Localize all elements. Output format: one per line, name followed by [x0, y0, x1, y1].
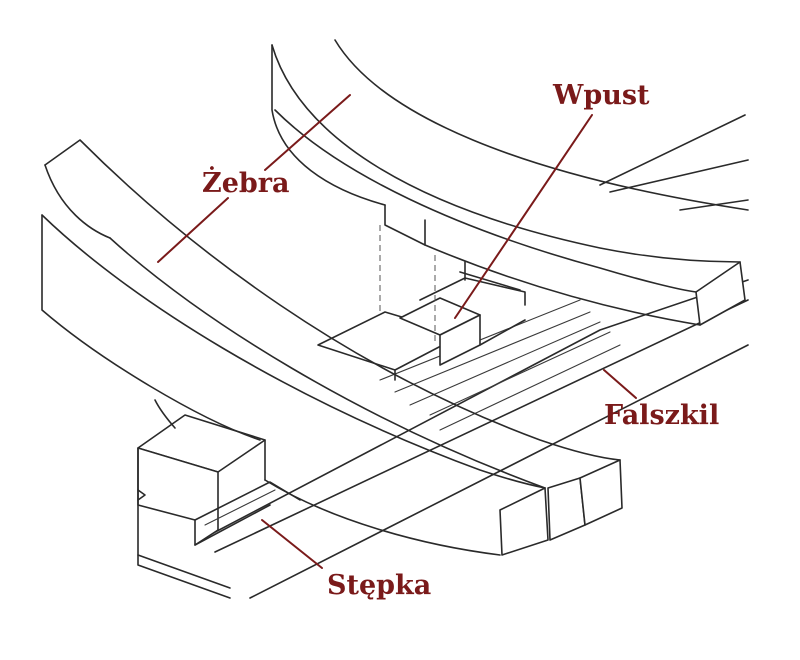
leader-keel	[261, 519, 323, 569]
leader-ribs-upper	[264, 94, 351, 171]
label-notch: Wpust	[552, 80, 650, 111]
front-ribs	[41, 139, 623, 556]
notch-block	[317, 204, 526, 381]
label-ribs: Żebra	[202, 165, 290, 199]
label-keel: Stępka	[327, 570, 431, 601]
far-plank	[599, 114, 749, 211]
leader-notch	[454, 114, 593, 319]
back-rib	[271, 39, 749, 326]
label-false-keel: Falszkil	[604, 400, 719, 431]
leader-lines	[157, 94, 637, 569]
keel-block	[137, 414, 301, 599]
leader-ribs-lower	[157, 197, 229, 263]
leader-false-keel	[603, 369, 637, 399]
